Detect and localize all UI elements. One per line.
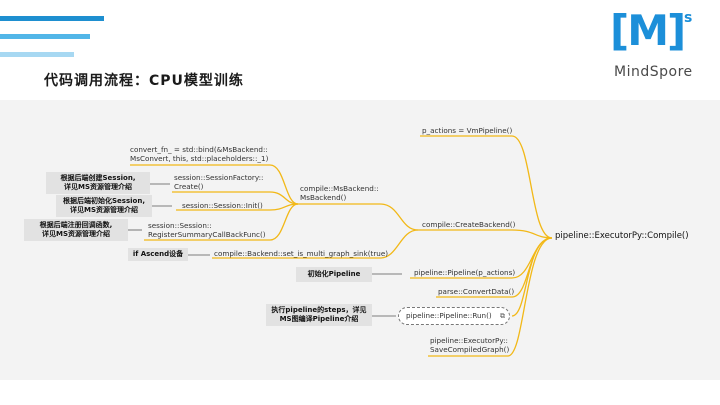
node-convert-data: parse::ConvertData() xyxy=(438,287,515,296)
node-register-callback: session::Session:: RegisterSummaryCallBa… xyxy=(148,221,266,239)
logo-superscript: s xyxy=(684,10,693,26)
edge-msbackend-register xyxy=(144,203,299,241)
mindspore-logo: [M] s MindSpore xyxy=(598,6,708,86)
note-create-session-line1: 根据后端创建Session, xyxy=(60,174,136,182)
edge-root-create-backend xyxy=(418,229,553,239)
note-register-callback: 根据后端注册回调函数, 详见MS资源管理介绍 xyxy=(24,219,128,241)
header-bar-2 xyxy=(0,34,90,39)
note-init-session: 根据后端初始化Session, 详见MS资源管理介绍 xyxy=(56,195,152,217)
node-msbackend-line2: MsBackend() xyxy=(300,193,347,202)
edge-msbackend-init xyxy=(176,203,299,211)
node-convert-fn-line1: convert_fn_ = std::bind(&MsBackend:: xyxy=(130,145,268,154)
note-run-steps-line2: MS图编译Pipeline介绍 xyxy=(279,315,359,323)
node-session-factory: session::SessionFactory:: Create() xyxy=(174,173,263,191)
run-highlight-box xyxy=(398,307,510,325)
edge-root-save xyxy=(428,237,553,357)
note-run-steps-line1: 执行pipeline的steps，详见 xyxy=(271,306,367,314)
logo-text: MindSpore xyxy=(614,64,693,80)
node-pipeline-ctor: pipeline::Pipeline(p_actions) xyxy=(414,268,516,277)
node-save-graph-line2: SaveCompiledGraph() xyxy=(430,345,510,354)
note-create-session-line2: 详见MS资源管理介绍 xyxy=(63,183,132,191)
node-msbackend: compile::MsBackend:: MsBackend() xyxy=(300,184,379,202)
node-multi-graph: compile::Backend::set_is_multi_graph_sin… xyxy=(214,249,389,258)
node-create-backend: compile::CreateBackend() xyxy=(422,220,516,229)
note-register-callback-line1: 根据后端注册回调函数, xyxy=(39,221,113,229)
node-convert-fn-line2: MsConvert, this, std::placeholders::_1) xyxy=(130,154,269,163)
note-init-session-line1: 根据后端初始化Session, xyxy=(63,197,145,205)
node-save-graph-line1: pipeline::ExecutorPy:: xyxy=(430,336,508,345)
edge-msbackend-convert xyxy=(130,164,299,205)
node-session-factory-line1: session::SessionFactory:: xyxy=(174,173,264,182)
note-create-session: 根据后端创建Session, 详见MS资源管理介绍 xyxy=(46,172,150,194)
node-register-callback-line1: session::Session:: xyxy=(148,221,212,230)
edge-root-run xyxy=(511,237,553,317)
node-session-factory-line2: Create() xyxy=(174,182,204,191)
edge-msbackend-factory xyxy=(172,191,299,205)
node-pipeline-run: pipeline::Pipeline::Run() ⧉ xyxy=(406,311,505,320)
note-register-callback-line2: 详见MS资源管理介绍 xyxy=(41,230,110,238)
note-run-steps: 执行pipeline的steps，详见 MS图编译Pipeline介绍 xyxy=(266,304,372,326)
root-node-compile: pipeline::ExecutorPy::Compile() xyxy=(555,231,689,241)
node-session-init: session::Session::Init() xyxy=(182,201,263,210)
header-bar-1 xyxy=(0,16,104,21)
edge-backend-multigraph xyxy=(212,229,419,259)
node-convert-fn: convert_fn_ = std::bind(&MsBackend:: MsC… xyxy=(130,145,268,163)
edge-root-p-actions xyxy=(420,135,553,239)
note-init-pipeline: 初始化Pipeline xyxy=(296,267,372,282)
node-pipeline-run-label: pipeline::Pipeline::Run() xyxy=(406,311,492,320)
header-bar-3 xyxy=(0,52,74,57)
page-title: 代码调用流程：CPU模型训练 xyxy=(44,73,244,89)
node-register-callback-line2: RegisterSummaryCallBackFunc() xyxy=(148,230,266,239)
edge-backend-msbackend xyxy=(298,203,419,231)
node-p-actions: p_actions = VmPipeline() xyxy=(422,126,513,135)
note-ascend: if Ascend设备 xyxy=(128,248,188,261)
logo-mark: [M] xyxy=(610,6,686,55)
node-save-graph: pipeline::ExecutorPy:: SaveCompiledGraph… xyxy=(430,336,509,354)
link-icon: ⧉ xyxy=(500,311,506,320)
note-init-session-line2: 详见MS资源管理介绍 xyxy=(69,206,138,214)
node-msbackend-line1: compile::MsBackend:: xyxy=(300,184,379,193)
